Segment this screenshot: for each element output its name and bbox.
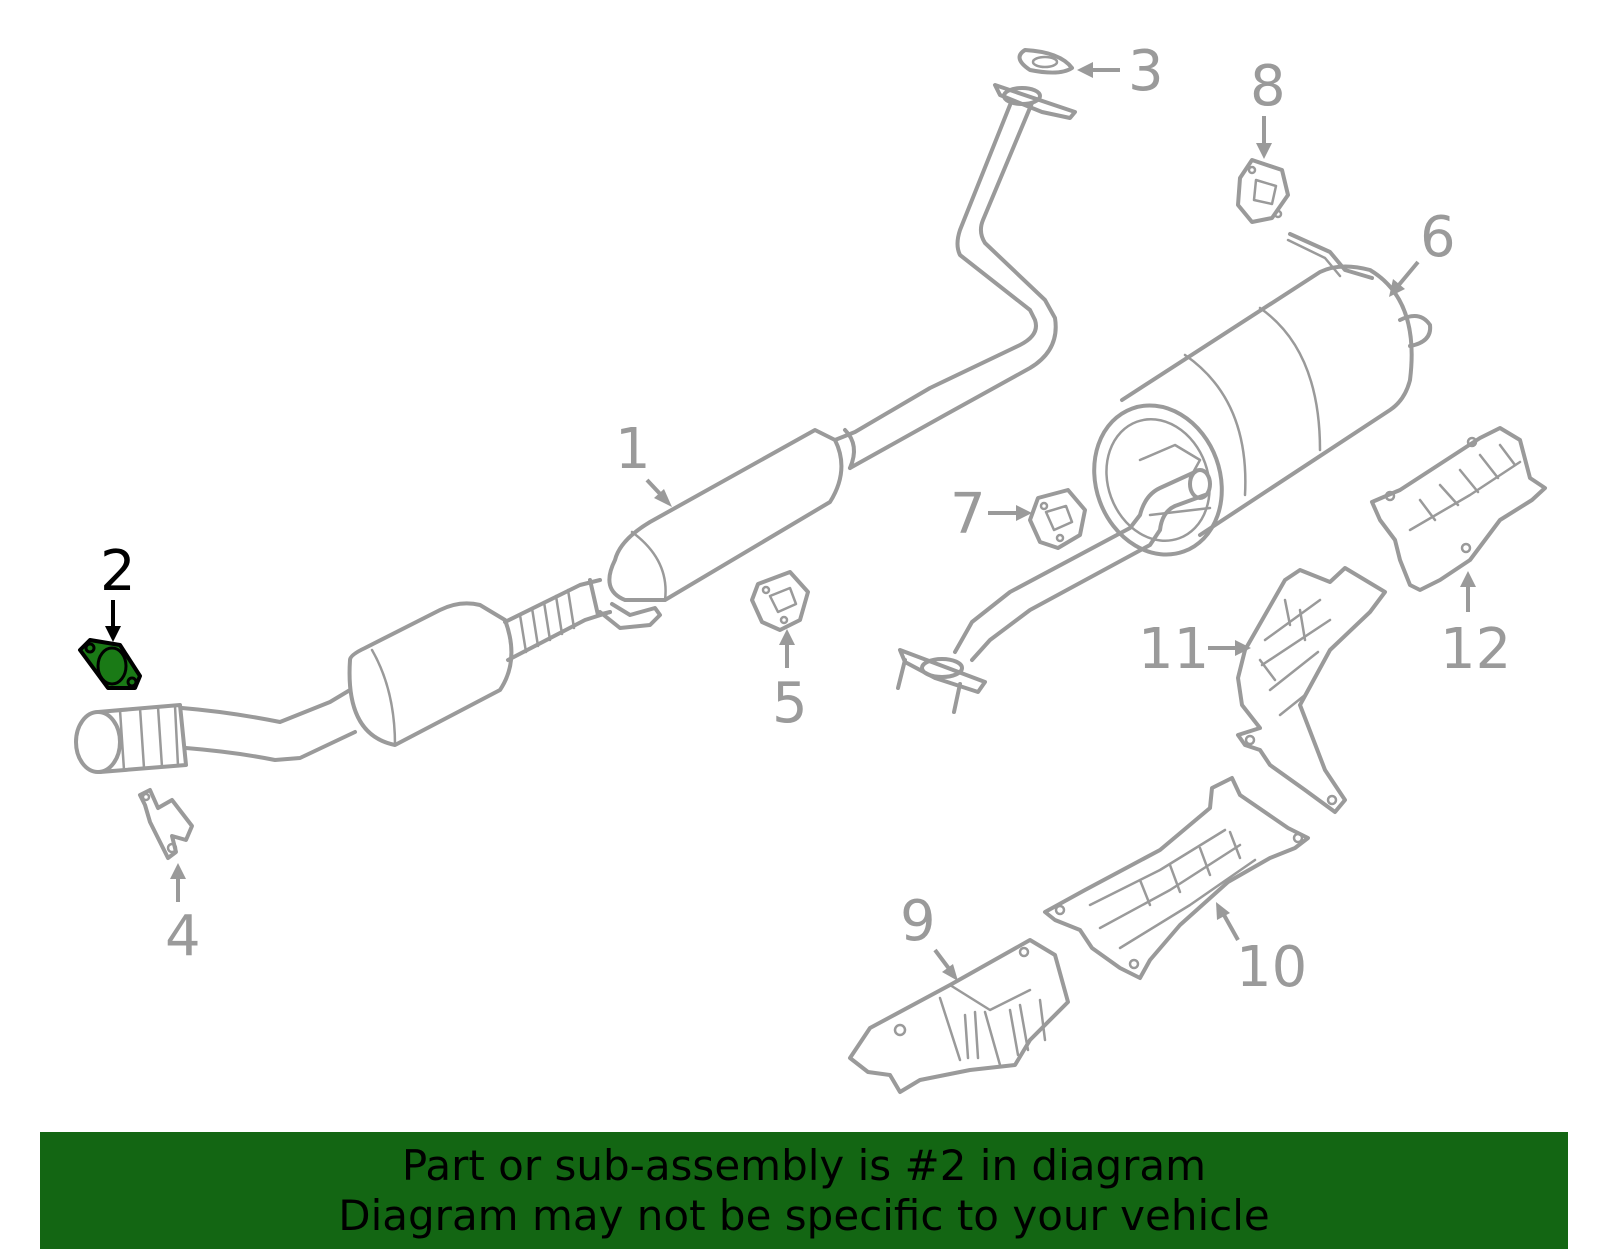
part-9-heat-shield[interactable] bbox=[848, 938, 1070, 1094]
banner-line-2: Diagram may not be specific to your vehi… bbox=[338, 1190, 1270, 1240]
part-7-insulator[interactable] bbox=[1028, 488, 1087, 550]
callout-arrows bbox=[105, 62, 1476, 981]
part-2-gasket[interactable] bbox=[78, 638, 142, 690]
part-11-heat-shield[interactable] bbox=[1236, 566, 1387, 814]
callout-8[interactable]: 8 bbox=[1250, 54, 1286, 119]
callout-4[interactable]: 4 bbox=[165, 904, 201, 969]
info-banner: Part or sub-assembly is #2 in diagram Di… bbox=[40, 1132, 1568, 1249]
callout-1[interactable]: 1 bbox=[615, 417, 651, 482]
part-6-muffler-assembly[interactable] bbox=[896, 232, 1433, 714]
banner-line-1: Part or sub-assembly is #2 in diagram bbox=[401, 1140, 1207, 1190]
part-3-flange-gasket[interactable] bbox=[1017, 48, 1074, 75]
callout-3[interactable]: 3 bbox=[1128, 39, 1164, 104]
part-12-heat-shield[interactable] bbox=[1370, 426, 1547, 592]
part-8-insulator[interactable] bbox=[1236, 158, 1290, 224]
callout-12[interactable]: 12 bbox=[1440, 617, 1511, 682]
callout-9[interactable]: 9 bbox=[900, 889, 936, 954]
part-5-insulator[interactable] bbox=[750, 570, 810, 632]
callout-11[interactable]: 11 bbox=[1138, 617, 1209, 682]
part-1-front-pipe-assembly[interactable] bbox=[74, 83, 1077, 774]
callout-2[interactable]: 2 bbox=[100, 539, 136, 604]
callout-6[interactable]: 6 bbox=[1420, 205, 1456, 270]
callout-7[interactable]: 7 bbox=[950, 482, 986, 547]
part-4-bracket[interactable] bbox=[138, 788, 194, 860]
callout-5[interactable]: 5 bbox=[772, 671, 808, 736]
callout-10[interactable]: 10 bbox=[1236, 935, 1307, 1000]
callout-labels: 1 2 3 4 5 6 7 8 9 10 11 12 bbox=[100, 39, 1511, 1000]
part-10-heat-shield[interactable] bbox=[1043, 776, 1310, 980]
